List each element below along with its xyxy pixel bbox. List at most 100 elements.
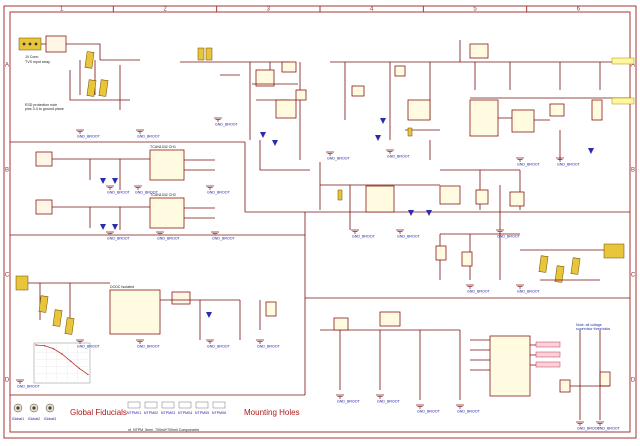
ground-net-label: GND_BROOT — [397, 235, 421, 239]
ground-net-label: GND_BROOT — [377, 400, 401, 404]
svg-text:TCAN1042 CH1: TCAN1042 CH1 — [150, 145, 176, 149]
ground-net-label: GND_BROOT — [417, 410, 441, 414]
svg-text:TVS input array: TVS input array — [25, 60, 50, 64]
svg-text:supervisor thresholds: supervisor thresholds — [576, 327, 610, 331]
sheet-outer-frame — [3, 5, 637, 439]
graph-point-0 — [35, 344, 37, 346]
ground-icon: GND_BROOT — [206, 185, 231, 195]
ground-net-label: GND_BROOT — [107, 237, 131, 241]
svg-text:DCDC Isolated: DCDC Isolated — [110, 285, 134, 289]
ground-net-label: GND_BROOT — [557, 163, 581, 167]
ground-net-label: GND_BROOT — [107, 191, 131, 195]
ground-net-label: GND_BROOT — [135, 191, 159, 195]
transceiver-ch1: TCAN1042 CH1 — [35, 145, 215, 190]
ground-net-label: GND_BROOT — [597, 427, 621, 431]
svg-text:pins 3-4 to ground plane: pins 3-4 to ground plane — [25, 107, 64, 111]
graph-point-4 — [69, 360, 72, 362]
ground-icon: GND_BROOT — [516, 284, 541, 294]
ground-net-label: GND_BROOT — [467, 290, 491, 294]
ground-icon: GND_BROOT — [386, 149, 411, 159]
ground-icon: GND_BROOT — [496, 229, 521, 239]
ground-icon: GND_BROOT — [106, 231, 131, 241]
switching-stage — [180, 47, 310, 171]
fiducial-ref: Global1 — [12, 417, 24, 421]
ground-icon: GND_BROOT — [576, 421, 601, 431]
graph-point-2 — [52, 347, 55, 350]
ground-net-label: GND_BROOT — [457, 410, 481, 414]
ground-icon: GND_BROOT — [466, 284, 491, 294]
zone-col-2: 2 — [163, 7, 167, 13]
ground-net-label: GND_BROOT — [17, 385, 41, 389]
mounting-hole-ref: NTPM05 — [195, 411, 209, 415]
isolated-supply: DCDC Isolated — [15, 275, 277, 340]
ground-net-label: GND_BROOT — [137, 345, 161, 349]
graph-point-6 — [87, 373, 89, 376]
zone-row-right-B: B — [631, 168, 635, 174]
ground-icon: GND_BROOT — [211, 231, 236, 241]
ground-net-label: GND_BROOT — [77, 345, 101, 349]
ground-icon: GND_BROOT — [596, 421, 621, 431]
controller-block — [460, 43, 635, 160]
zone-row-C: C — [5, 273, 10, 279]
ground-net-label: GND_BROOT — [497, 235, 521, 239]
zone-col-4: 4 — [370, 7, 374, 13]
zone-col-5: 5 — [473, 7, 477, 13]
ground-icon: GND_BROOT — [376, 394, 401, 404]
ground-icon: GND_BROOT — [214, 117, 239, 127]
ground-net-label: GND_BROOT — [337, 400, 361, 404]
ground-net-label: GND_BROOT — [352, 235, 376, 239]
mounting-hole-ref: NTPM01 — [127, 411, 141, 415]
mounting-hole-icon — [127, 401, 141, 409]
ground-icon: GND_BROOT — [206, 339, 231, 349]
sheet-inner-frame — [9, 11, 631, 433]
ground-icon: GND_BROOT — [556, 157, 581, 167]
ground-icon: GND_BROOT — [134, 185, 159, 195]
zone-row-right-C: C — [631, 273, 636, 279]
zone-col-1: 1 — [60, 7, 64, 13]
graph-point-1 — [43, 345, 46, 347]
ground-net-label: GND_BROOT — [387, 155, 411, 159]
ground-icon: GND_BROOT — [456, 404, 481, 414]
ground-net-label: GND_BROOT — [327, 157, 351, 161]
zone-col-6: 6 — [577, 7, 581, 13]
input-connector-block: J4 Conn TVS input array ESD protection n… — [18, 35, 140, 111]
ground-icon: GND_BROOT — [136, 129, 161, 139]
graph-points — [35, 344, 89, 376]
ground-icon: GND_BROOT — [16, 379, 41, 389]
ground-icon: GND_BROOT — [516, 157, 541, 167]
ground-net-label: GND_BROOT — [215, 123, 239, 127]
ground-net-label: GND_BROOT — [137, 135, 161, 139]
fiducial-ref: Global3 — [44, 417, 56, 421]
mounting-hole-icon — [212, 401, 226, 409]
panel-separators — [10, 141, 630, 396]
ground-icon: GND_BROOT — [76, 129, 101, 139]
ground-net-label: GND_BROOT — [212, 237, 236, 241]
zone-row-right-A: A — [631, 63, 635, 69]
ground-icon: GND_BROOT — [396, 229, 421, 239]
mounting-hole-ref: NTPM04 — [178, 411, 192, 415]
mounting-hole-icon — [178, 401, 192, 409]
ground-icon: GND_BROOT — [76, 339, 101, 349]
fiducials-title: Global Fiducials — [70, 408, 127, 417]
ground-net-label: GND_BROOT — [207, 345, 231, 349]
ground-net-label: GND_BROOT — [517, 163, 541, 167]
hole-component-ref: nt_NTPM_5mm_700mil*700mil Components — [128, 428, 199, 432]
ground-net-label: GND_BROOT — [517, 290, 541, 294]
mounting-hole-ref: NTPM02 — [144, 411, 158, 415]
mounting-title: Mounting Holes — [244, 408, 300, 417]
svg-text:ESD protection note: ESD protection note — [25, 103, 57, 107]
mounting-hole-icon — [195, 401, 209, 409]
mcu-block: Note: all voltage supervisor thresholds — [320, 311, 611, 420]
ground-icon: GND_BROOT — [156, 231, 181, 241]
svg-text:J4 Conn: J4 Conn — [25, 55, 38, 59]
regulator-block — [330, 40, 461, 160]
ground-icon: GND_BROOT — [326, 151, 351, 161]
zone-row-right-D: D — [631, 378, 636, 384]
mounting-hole-ref: NTPM03 — [161, 411, 175, 415]
